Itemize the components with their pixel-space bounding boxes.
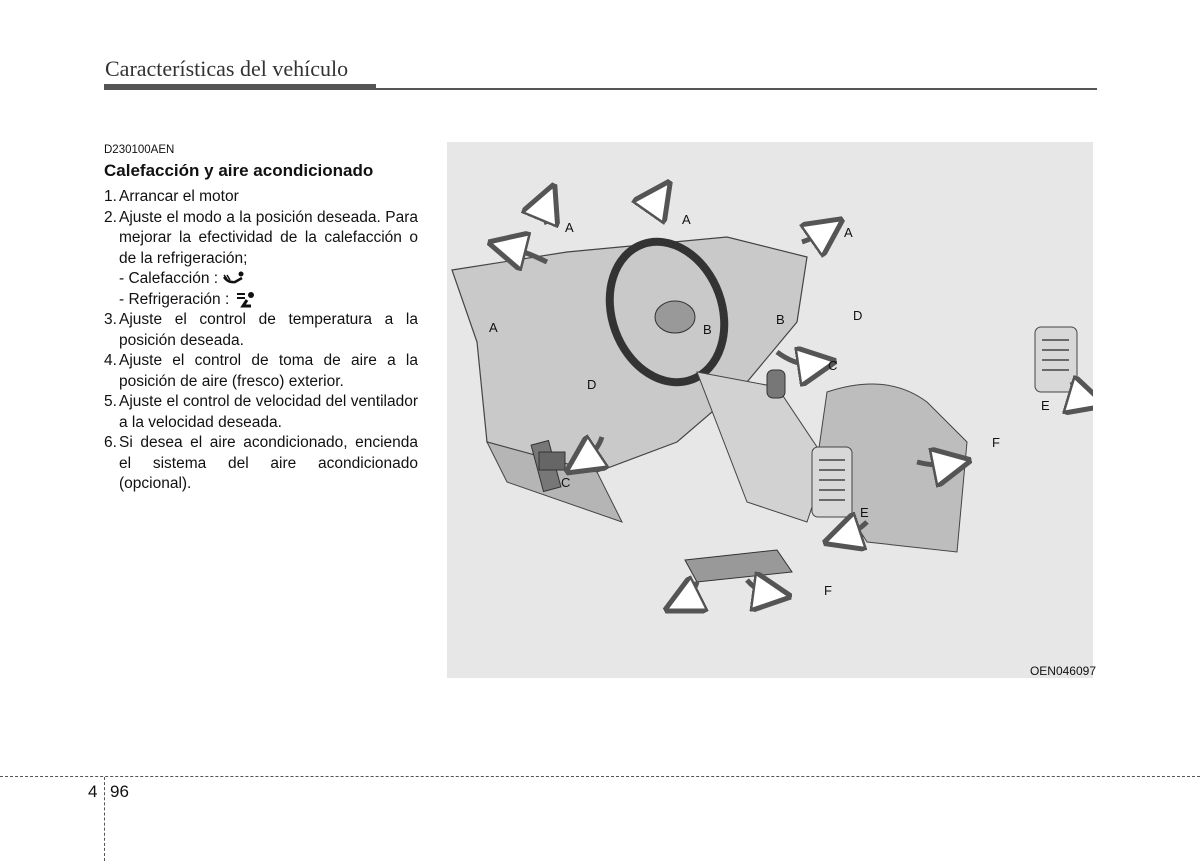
step-text: Arrancar el motor bbox=[119, 188, 239, 205]
label-a-3: A bbox=[844, 225, 853, 240]
gear-shifter bbox=[766, 369, 786, 399]
label-f-2: F bbox=[824, 583, 832, 598]
label-e-1: E bbox=[1041, 398, 1050, 413]
step-number: 3. bbox=[104, 311, 117, 328]
page-number: 96 bbox=[110, 782, 129, 801]
label-b-2: B bbox=[776, 312, 785, 327]
label-a-4: A bbox=[489, 320, 498, 335]
step-item: 4. Ajuste el control de toma de aire a l… bbox=[104, 351, 418, 392]
steering-hub bbox=[654, 300, 696, 334]
armrest-console bbox=[816, 383, 968, 553]
page-header-title: Características del vehículo bbox=[105, 56, 349, 81]
vent-location-illustration: A A A A B B C C D D E E F F OEN046097 bbox=[447, 142, 1096, 678]
pedal-right bbox=[538, 451, 566, 471]
step-item: 6. Si desea el aire acondicionado, encie… bbox=[104, 433, 418, 495]
label-b-1: B bbox=[703, 322, 712, 337]
section-code: D230100AEN bbox=[104, 144, 175, 156]
floor-vent-mode-icon bbox=[223, 271, 244, 284]
label-a-1: A bbox=[565, 220, 574, 235]
header-rule-thin bbox=[376, 88, 1097, 90]
step-number: 6. bbox=[104, 434, 117, 451]
sub-item-cooling: - Refrigeración : bbox=[104, 290, 418, 311]
step-text: Ajuste el control de toma de aire a la p… bbox=[119, 352, 418, 390]
footer-vertical-rule bbox=[104, 777, 105, 861]
dashboard-vents-drawing: A A A A B B C C D D E E F F bbox=[451, 142, 1093, 678]
footer-rule bbox=[0, 776, 1200, 777]
step-text: Ajuste el control de temperatura a la po… bbox=[119, 311, 418, 349]
label-c-1: C bbox=[828, 358, 837, 373]
label-d-2: D bbox=[587, 377, 596, 392]
side-vent-slats bbox=[1042, 339, 1069, 371]
step-item: 5. Ajuste el control de velocidad del ve… bbox=[104, 392, 418, 433]
rear-console-vent bbox=[811, 446, 853, 518]
section-heading: Calefacción y aire acondicionado bbox=[104, 161, 374, 180]
step-number: 2. bbox=[104, 208, 117, 226]
sub-item-heating: - Calefacción : bbox=[104, 269, 418, 290]
label-c-2: C bbox=[561, 475, 570, 490]
label-a-2: A bbox=[682, 212, 691, 227]
step-item: 3. Ajuste el control de temperatura a la… bbox=[104, 310, 418, 351]
center-console bbox=[696, 371, 828, 523]
step-item: 1. Arrancar el motor bbox=[104, 187, 418, 208]
sub-item-heating-label: - Calefacción : bbox=[119, 270, 219, 287]
step-list: 1. Arrancar el motor 2. Ajuste el modo a… bbox=[104, 187, 418, 495]
sub-item-cooling-label: - Refrigeración : bbox=[119, 290, 230, 308]
underseat-duct bbox=[684, 549, 793, 583]
airflow-arrows bbox=[507, 197, 1087, 602]
label-d-1: D bbox=[853, 308, 862, 323]
chapter-number: 4 bbox=[88, 782, 98, 801]
face-vent-mode-icon bbox=[237, 291, 255, 308]
step-text: Si desea el aire acondicionado, encienda… bbox=[119, 434, 418, 492]
label-e-2: E bbox=[860, 505, 869, 520]
figure-code: OEN046097 bbox=[1029, 664, 1096, 678]
step-text: Ajuste el modo a la posición deseada. Pa… bbox=[119, 208, 418, 267]
step-item: 2. Ajuste el modo a la posición deseada.… bbox=[104, 208, 418, 270]
steering-wheel bbox=[605, 237, 729, 387]
step-text: Ajuste el control de velocidad del venti… bbox=[119, 393, 418, 431]
label-f-1: F bbox=[992, 435, 1000, 450]
step-number: 1. bbox=[104, 188, 117, 205]
header-rule-thick bbox=[104, 84, 376, 90]
step-number: 4. bbox=[104, 352, 117, 369]
rear-vent-slats bbox=[819, 459, 845, 501]
step-number: 5. bbox=[104, 393, 117, 410]
instructions-column: D230100AEN Calefacción y aire acondicion… bbox=[104, 144, 418, 495]
